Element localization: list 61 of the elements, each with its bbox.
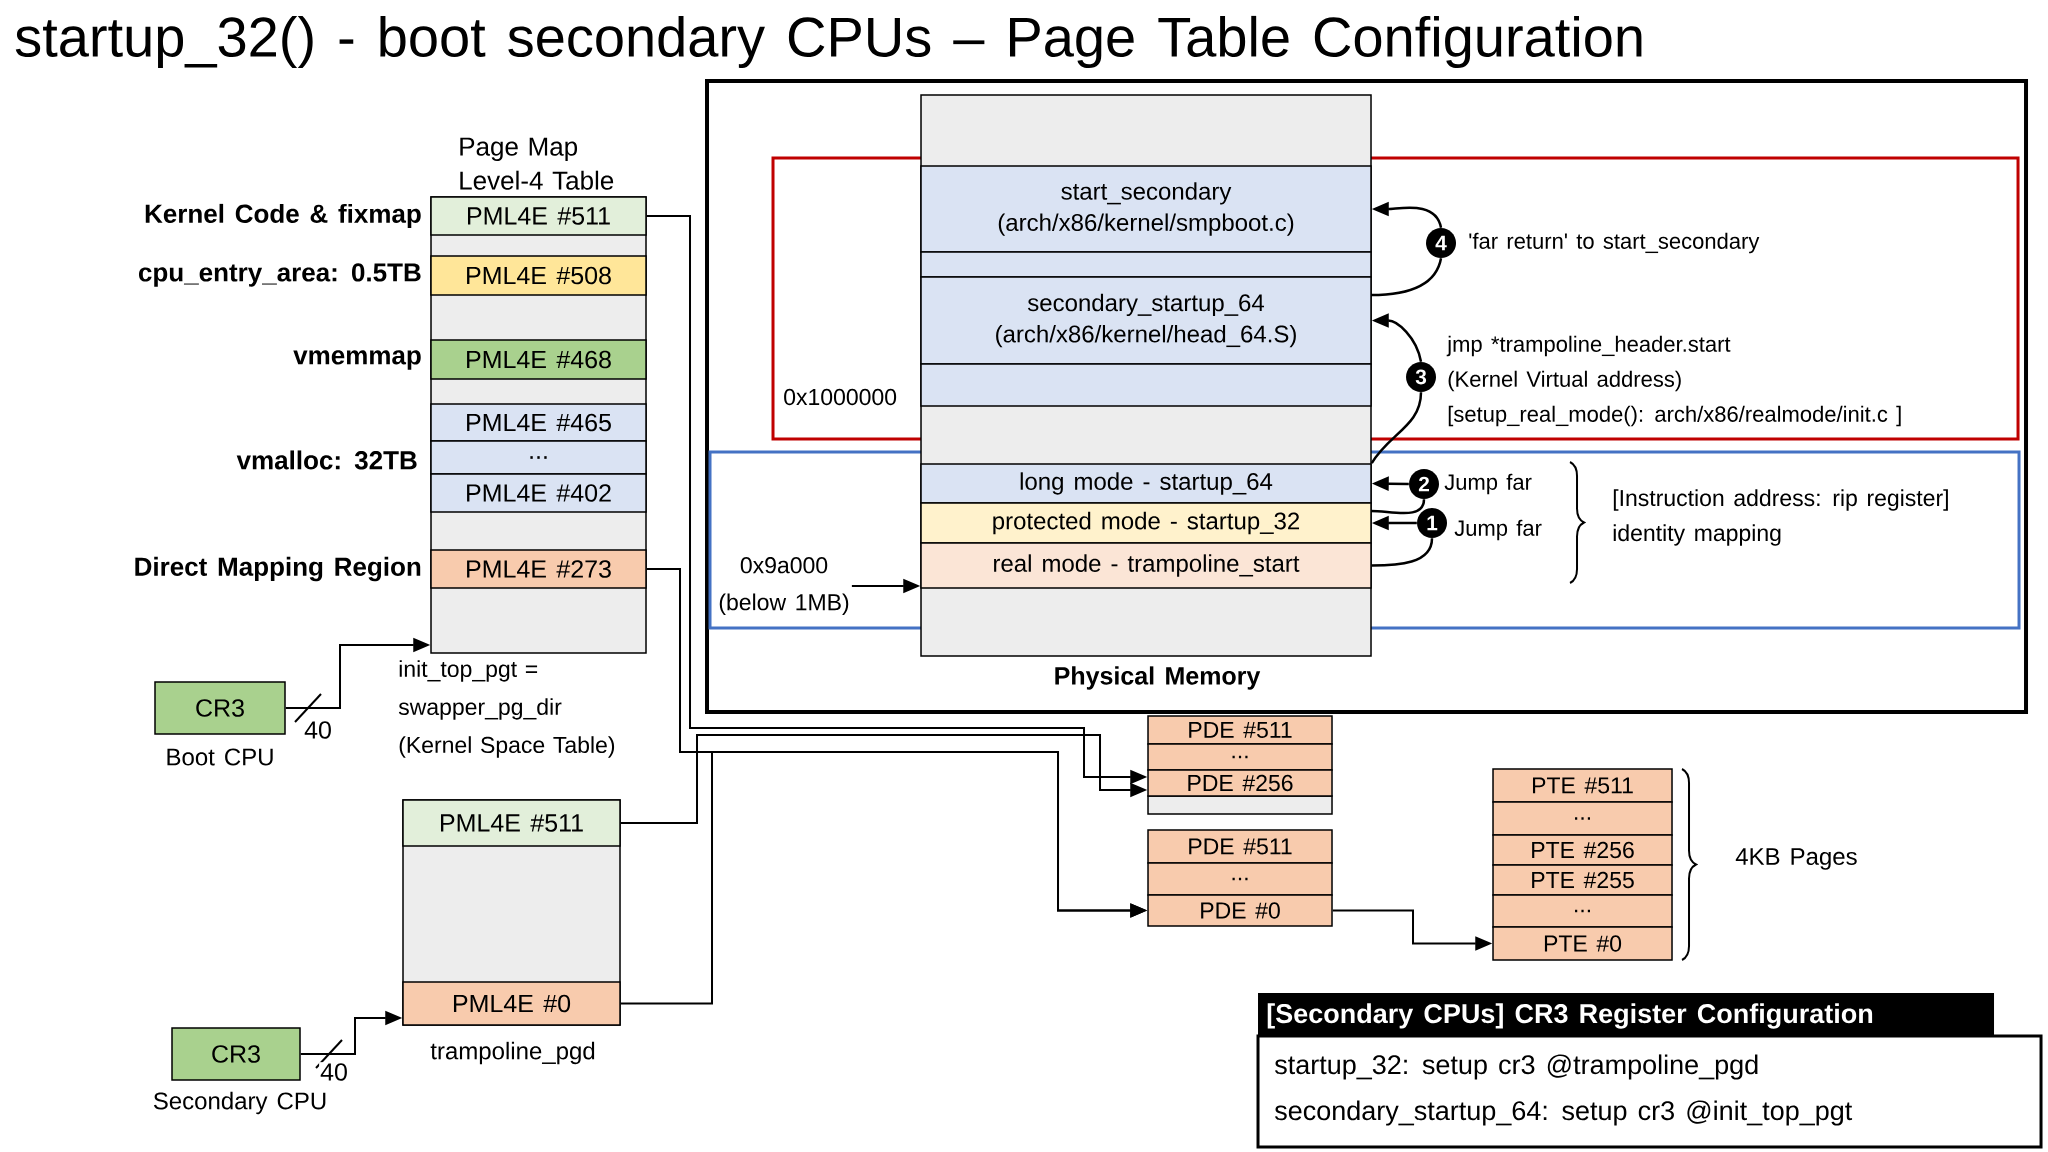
title: startup_32() - boot secondary CPUs – Page Table Configuration	[15, 15, 1642, 69]
table-row: PDE #256	[1147, 769, 1333, 797]
register-box: CR3	[154, 681, 286, 735]
connector	[1371, 257, 1443, 297]
node-label: Physical Memory	[1055, 666, 1261, 690]
node-label: [Secondary CPUs] CR3 Register Configuration	[1267, 1003, 1873, 1029]
table-row: ...	[1147, 743, 1333, 771]
table-row: PTE #511	[1492, 768, 1673, 803]
table-row: PML4E #273	[430, 549, 647, 589]
row-label: cpu_entry_area: 0.5TB	[139, 263, 421, 287]
address-label: 0x9a000 (below 1MB)	[719, 557, 849, 615]
memory-region: real mode - trampoline_start	[920, 542, 1372, 589]
row-label: vmalloc: 32TB	[236, 450, 417, 470]
table-row: PML4E #465	[430, 403, 647, 442]
edge-label: 40	[319, 1062, 349, 1082]
info-box: [Secondary CPUs] CR3 Register Configuration startup_32: setup cr3 @trampoline_pgd secondary_startup_64: setup cr3 @init_top_pgt	[1256, 993, 2043, 1149]
edge-label: 40	[303, 720, 333, 740]
node-label: Secondary CPU	[153, 1091, 326, 1115]
table-row: PML4E #0	[402, 981, 621, 1026]
table-row: PDE #511	[1147, 829, 1333, 864]
table-row: ...	[1492, 894, 1673, 928]
node-label: init_top_pgt = swapper_pg_dir (Kernel Space Table)	[398, 660, 615, 758]
table-row: PTE #255	[1492, 864, 1673, 896]
table-row: PML4E #402	[430, 473, 647, 513]
connector	[1371, 538, 1434, 567]
connector	[1370, 499, 1426, 515]
row-label: vmemmap	[293, 350, 421, 370]
text-label: 4KB Pages	[1735, 848, 1857, 870]
table-row: PML4E #508	[430, 255, 647, 296]
memory-region	[920, 251, 1372, 278]
table-row: PTE #256	[1492, 834, 1673, 866]
memory-region	[920, 363, 1372, 407]
node-label: jmp *trampoline_header.start (Kernel Virtual address) [setup_real_mode(): arch/x86/realmode/init.c ]	[1446, 335, 1901, 427]
node-label: Page Map Level-4 Table	[460, 137, 614, 190]
memory-region: long mode - startup_64	[920, 463, 1372, 504]
step-number: 1	[1417, 508, 1447, 538]
table-row: PML4E #511	[402, 799, 621, 847]
step-number: 3	[1406, 362, 1436, 392]
table-row: PDE #0	[1147, 894, 1333, 927]
table-row: PTE #0	[1492, 926, 1673, 961]
table-row: PDE #511	[1147, 715, 1333, 745]
step-number: 4	[1426, 228, 1456, 258]
node-label: Jump far	[1444, 473, 1532, 495]
text-label: 0x1000000	[784, 388, 897, 406]
connector	[1370, 392, 1423, 464]
register-box: CR3	[171, 1027, 301, 1081]
row-label: Kernel Code & fixmap	[145, 203, 421, 229]
text-label: identity mapping	[1613, 524, 1781, 546]
table-row: PML4E #511	[430, 196, 647, 236]
node-label: Boot CPU	[167, 748, 273, 766]
node-label: trampoline_pgd	[430, 1041, 595, 1065]
text-label: [Instruction address: rip register]	[1613, 489, 1948, 511]
node-label: 'far return' to start_secondary	[1469, 232, 1760, 254]
row-label: Direct Mapping Region	[135, 556, 421, 582]
table-row: ...	[1492, 801, 1673, 836]
table-row: ...	[430, 440, 647, 475]
table-row: ...	[1147, 862, 1333, 896]
node-label: Jump far	[1454, 519, 1542, 541]
step-number: 2	[1409, 469, 1439, 499]
memory-region: protected mode - startup_32	[920, 502, 1372, 544]
table-row: PML4E #468	[430, 339, 647, 380]
